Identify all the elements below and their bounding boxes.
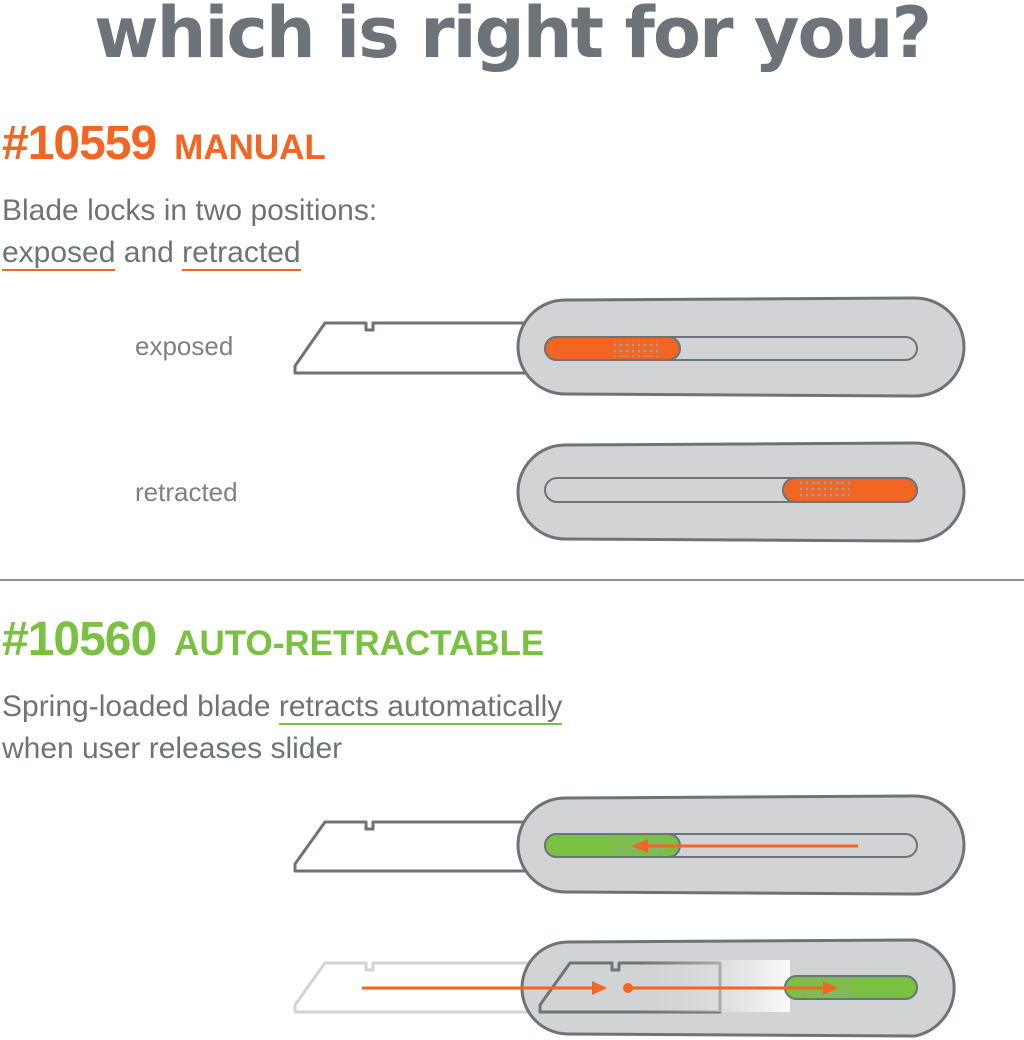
exposed-label: exposed — [135, 331, 234, 361]
knife-auto-exposed — [293, 794, 966, 896]
retract-arrow-head — [632, 839, 648, 853]
section-divider — [0, 579, 1024, 581]
motion-blur — [640, 960, 790, 1012]
slider-grip — [800, 481, 850, 499]
exposed-highlight: exposed — [2, 236, 116, 271]
manual-product-number: #10559 — [2, 117, 157, 170]
knife-manual-retracted — [516, 441, 966, 543]
handle-shape — [516, 441, 966, 543]
auto-description-prefix: Spring-loaded blade — [2, 690, 279, 723]
retracted-highlight: retracted — [182, 236, 301, 271]
knife-auto-retracting — [293, 938, 956, 1038]
auto-description-line1: Spring-loaded blade retracts automatical… — [2, 686, 563, 728]
blade-shape — [293, 820, 530, 873]
page-title: which is right for you? — [93, 0, 932, 74]
retracted-label: retracted — [135, 477, 238, 507]
handle-shape — [516, 296, 966, 398]
manual-heading: #10559 MANUAL — [2, 116, 326, 171]
manual-description-line1: Blade locks in two positions: — [2, 194, 378, 227]
auto-heading: #10560 AUTO-RETRACTABLE — [2, 612, 544, 667]
and-text: and — [115, 236, 183, 269]
auto-description: Spring-loaded blade retracts automatical… — [2, 686, 563, 770]
retracts-automatically-highlight: retracts automatically — [278, 690, 563, 725]
auto-description-line2: when user releases slider — [2, 732, 343, 765]
auto-product-name: AUTO-RETRACTABLE — [174, 624, 545, 663]
manual-description: Blade locks in two positions: exposed an… — [2, 190, 377, 274]
blade-arrow-head — [592, 981, 607, 995]
blade-shape — [293, 321, 530, 375]
knife-manual-exposed — [293, 296, 966, 398]
slider-arrow-head — [823, 981, 838, 995]
auto-product-number: #10560 — [2, 613, 157, 666]
slider-grip — [612, 340, 662, 357]
manual-description-line2: exposed and retracted — [2, 232, 377, 274]
manual-product-name: MANUAL — [174, 128, 326, 167]
